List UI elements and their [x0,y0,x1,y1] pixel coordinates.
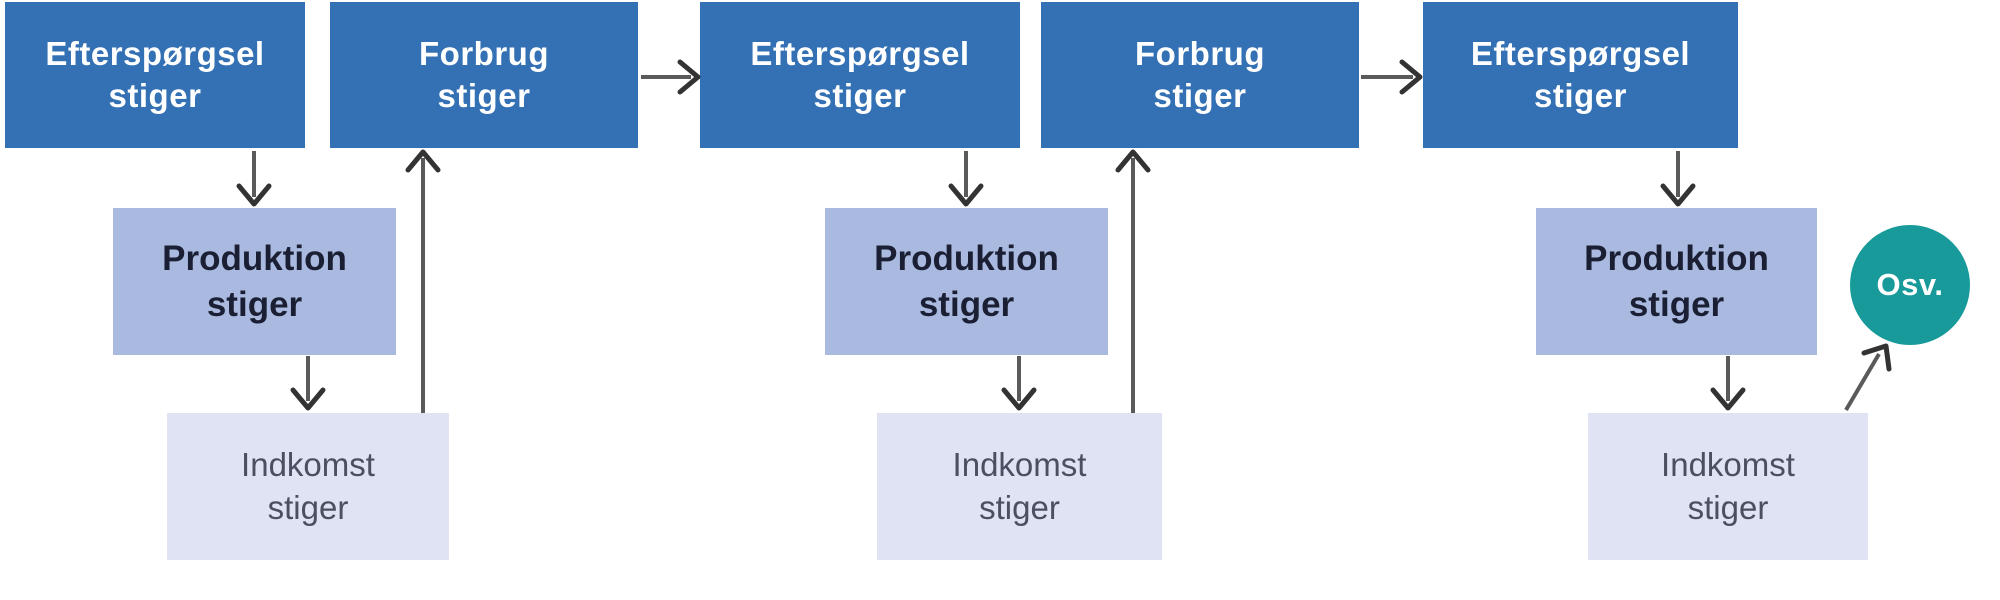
arrow-consumption2-to-demand3-icon [1361,59,1423,95]
consumption-box-2: Forbrug stiger [1041,2,1359,148]
demand-box-3: Efterspørgsel stiger [1423,2,1738,148]
arrow-demand2-to-production2-icon [948,151,984,207]
etc-circle: Osv. [1850,225,1970,345]
income-box-2: Indkomst stiger [877,413,1162,560]
demand-box-1: Efterspørgsel stiger [5,2,305,148]
arrow-production3-to-income3-icon [1710,356,1746,411]
income-box-1: Indkomst stiger [167,413,449,560]
arrow-income2-to-consumption2-icon [1115,149,1151,413]
production-box-1: Produktion stiger [113,208,396,355]
arrow-demand3-to-production3-icon [1660,151,1696,207]
arrow-production2-to-income2-icon [1001,356,1037,411]
arrow-demand1-to-production1-icon [236,151,272,207]
arrow-production1-to-income1-icon [290,356,326,411]
consumption-box-1: Forbrug stiger [330,2,638,148]
arrow-income1-to-consumption1-icon [405,149,441,413]
production-box-2: Produktion stiger [825,208,1108,355]
production-box-3: Produktion stiger [1536,208,1817,355]
demand-box-2: Efterspørgsel stiger [700,2,1020,148]
arrow-income3-to-etc-icon [1844,343,1892,412]
arrow-consumption1-to-demand2-icon [641,59,701,95]
income-box-3: Indkomst stiger [1588,413,1868,560]
